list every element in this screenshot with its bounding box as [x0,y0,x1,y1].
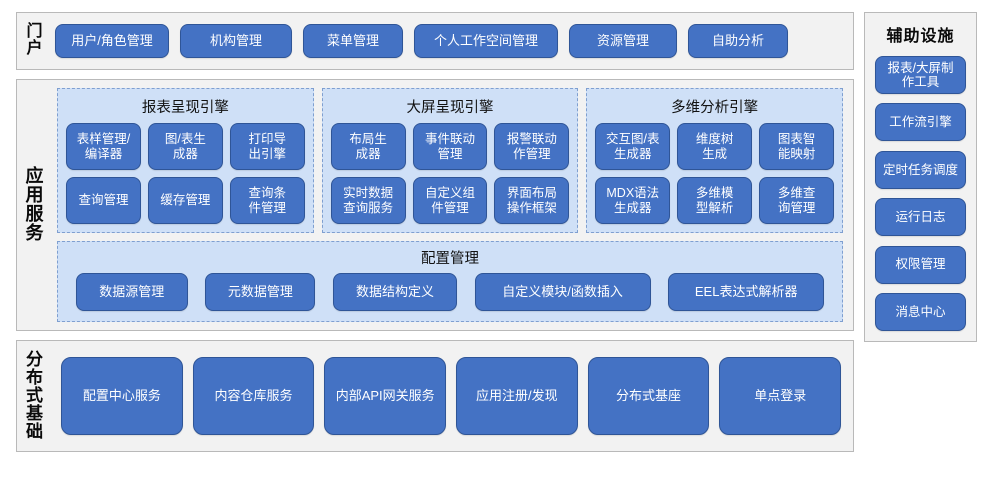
auxiliary-facilities-list: 报表/大屏制 作工具 工作流引擎 定时任务调度 运行日志 权限管理 消息中心 [875,56,966,331]
screen-item-custom-component-management[interactable]: 自定义组 件管理 [412,177,488,224]
aux-item-permission-management[interactable]: 权限管理 [875,245,966,284]
aux-item-scheduled-task-scheduling[interactable]: 定时任务调度 [875,150,966,189]
config-item-custom-module-function-insertion[interactable]: 自定义模块/函数插入 [474,273,651,311]
distributed-base-band: 分布式基础 配置中心服务 内容仓库服务 内部API网关服务 应用注册/发现 分布… [16,340,854,452]
olap-item-dimension-tree-generation[interactable]: 维度树 生成 [677,123,753,170]
olap-item-multidimensional-model-parsing[interactable]: 多维模 型解析 [677,177,753,224]
portal-item-personal-workspace-management[interactable]: 个人工作空间管理 [414,24,558,58]
portal-item-user-role-management[interactable]: 用户/角色管理 [55,24,169,58]
engine-row: 报表呈现引擎 表样管理/ 编译器 图/表生 成器 打印导 出引擎 查询管理 缓存… [57,88,844,233]
base-item-content-repository-service[interactable]: 内容仓库服务 [192,357,315,435]
olap-item-chart-smart-mapping[interactable]: 图表智 能映射 [759,123,835,170]
engine-multidimensional-analysis-grid: 交互图/表 生成器 维度树 生成 图表智 能映射 MDX语法 生成器 多维模 型… [595,123,835,224]
config-management-items: 数据源管理 元数据管理 数据结构定义 自定义模块/函数插入 EEL表达式解析器 [66,273,834,313]
portal-item-organization-management[interactable]: 机构管理 [180,24,292,58]
aux-item-runtime-log[interactable]: 运行日志 [875,198,966,237]
olap-item-interactive-chart-table-generator[interactable]: 交互图/表 生成器 [595,123,671,170]
base-item-config-center-service[interactable]: 配置中心服务 [61,357,183,435]
report-item-query-management[interactable]: 查询管理 [66,177,141,224]
portal-band-label: 门户 [17,13,53,69]
application-service-band: 应用服务 报表呈现引擎 表样管理/ 编译器 图/表生 成器 打印导 出引擎 查询… [16,79,854,331]
aux-item-workflow-engine[interactable]: 工作流引擎 [875,103,966,142]
portal-item-self-service-analysis[interactable]: 自助分析 [688,24,788,58]
config-item-data-structure-definition[interactable]: 数据结构定义 [332,273,457,311]
portal-band-label-text: 门户 [26,23,44,57]
screen-item-layout-generator[interactable]: 布局生 成器 [330,123,406,170]
engine-report-rendering: 报表呈现引擎 表样管理/ 编译器 图/表生 成器 打印导 出引擎 查询管理 缓存… [57,88,314,233]
report-item-chart-table-generator[interactable]: 图/表生 成器 [147,123,223,170]
portal-band-items: 用户/角色管理 机构管理 菜单管理 个人工作空间管理 资源管理 自助分析 [53,13,853,69]
engine-report-rendering-title: 报表呈现引擎 [141,100,229,116]
engine-large-screen-rendering-title: 大屏呈现引擎 [406,100,494,116]
olap-item-multidimensional-query-management[interactable]: 多维查 询管理 [759,177,835,224]
report-item-template-management-compiler[interactable]: 表样管理/ 编译器 [66,123,141,170]
auxiliary-facilities-title: 辅助设施 [886,28,955,45]
config-item-datasource-management[interactable]: 数据源管理 [75,273,188,311]
application-service-band-label-text: 应用服务 [25,165,45,244]
aux-item-message-center[interactable]: 消息中心 [875,292,966,331]
distributed-base-band-label-text: 分布式基础 [26,349,44,442]
report-item-cache-management[interactable]: 缓存管理 [147,177,223,224]
base-item-distributed-foundation[interactable]: 分布式基座 [587,357,710,435]
screen-item-alarm-linkage-action-management[interactable]: 报警联动 作管理 [494,123,570,170]
engine-large-screen-rendering-grid: 布局生 成器 事件联动 管理 报警联动 作管理 实时数据 查询服务 自定义组 件… [330,123,570,224]
auxiliary-facilities-panel: 辅助设施 报表/大屏制 作工具 工作流引擎 定时任务调度 运行日志 权限管理 消… [864,12,977,342]
base-item-single-sign-on[interactable]: 单点登录 [719,357,842,435]
screen-item-event-linkage-management[interactable]: 事件联动 管理 [412,123,488,170]
engine-report-rendering-grid: 表样管理/ 编译器 图/表生 成器 打印导 出引擎 查询管理 缓存管理 查询条 … [66,123,305,224]
application-service-band-label: 应用服务 [17,80,53,330]
screen-item-ui-layout-operation-framework[interactable]: 界面布局 操作框架 [494,177,570,224]
base-item-internal-api-gateway-service[interactable]: 内部API网关服务 [324,357,447,435]
config-management-title: 配置管理 [421,251,479,267]
report-item-query-condition-management[interactable]: 查询条 件管理 [229,177,305,224]
config-management-panel: 配置管理 数据源管理 元数据管理 数据结构定义 自定义模块/函数插入 EEL表达… [57,241,843,322]
screen-item-realtime-data-query-service[interactable]: 实时数据 查询服务 [330,177,406,224]
aux-item-report-screen-design-tool[interactable]: 报表/大屏制 作工具 [875,56,966,94]
distributed-base-band-items: 配置中心服务 内容仓库服务 内部API网关服务 应用注册/发现 分布式基座 单点… [53,341,853,451]
portal-item-resource-management[interactable]: 资源管理 [569,24,677,58]
main-column: 门户 用户/角色管理 机构管理 菜单管理 个人工作空间管理 资源管理 自助分析 … [16,12,854,471]
engine-large-screen-rendering: 大屏呈现引擎 布局生 成器 事件联动 管理 报警联动 作管理 实时数据 查询服务… [321,88,579,233]
config-item-metadata-management[interactable]: 元数据管理 [205,273,316,311]
portal-item-menu-management[interactable]: 菜单管理 [303,24,403,58]
config-item-eel-expression-parser[interactable]: EEL表达式解析器 [668,273,825,311]
report-item-print-export-engine[interactable]: 打印导 出引擎 [229,123,305,170]
portal-band: 门户 用户/角色管理 机构管理 菜单管理 个人工作空间管理 资源管理 自助分析 [16,12,854,70]
engine-multidimensional-analysis: 多维分析引擎 交互图/表 生成器 维度树 生成 图表智 能映射 MDX语法 生成… [586,88,844,233]
olap-item-mdx-syntax-generator[interactable]: MDX语法 生成器 [595,177,671,224]
application-service-band-body: 报表呈现引擎 表样管理/ 编译器 图/表生 成器 打印导 出引擎 查询管理 缓存… [53,80,853,330]
distributed-base-band-label: 分布式基础 [17,341,53,451]
engine-multidimensional-analysis-title: 多维分析引擎 [671,100,759,116]
base-item-app-registration-discovery[interactable]: 应用注册/发现 [456,357,578,435]
